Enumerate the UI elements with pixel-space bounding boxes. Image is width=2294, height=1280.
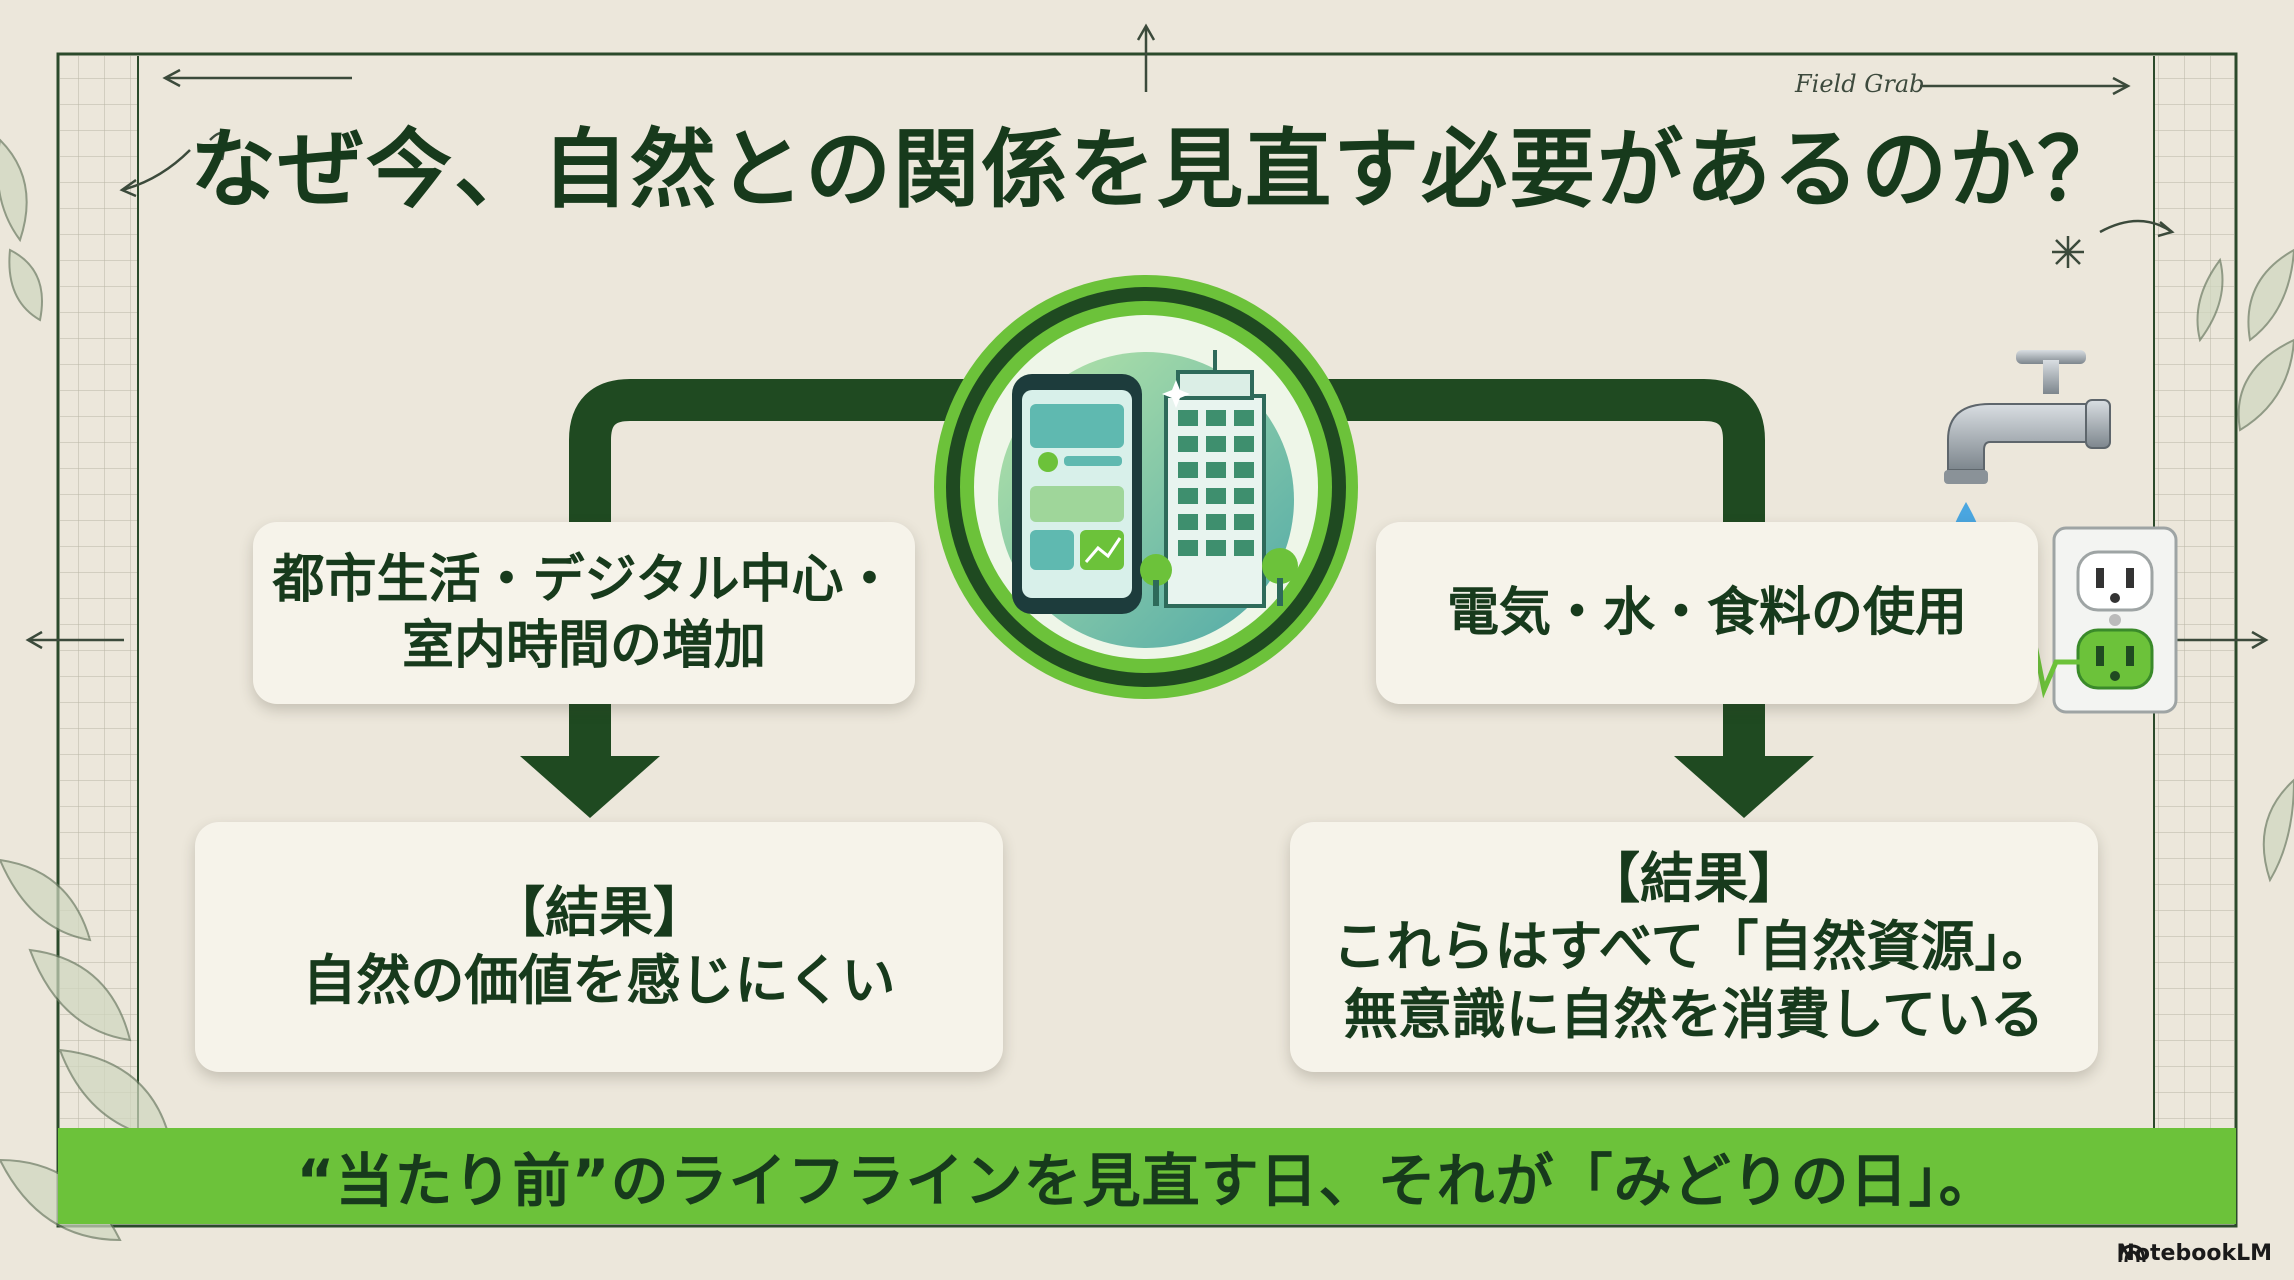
notebooklm-logo-icon [2118,1244,2146,1263]
result-right-heading: 【結果】 [1586,847,1802,910]
cause-box-left: 都市生活・デジタル中心・ 室内時間の増加 [253,522,915,704]
down-arrows [520,700,1814,818]
cause-left-line2: 室内時間の増加 [401,616,766,676]
cause-box-right: 電気・水・食料の使用 [1376,522,2038,704]
result-box-right: 【結果】 これらはすべて「自然資源」。 無意識に自然を消費している [1290,822,2098,1072]
sparkle-decoration [209,132,2084,268]
cause-left-line1: 都市生活・デジタル中心・ [272,550,896,610]
brand-label: NotebookLM [2116,1241,2272,1266]
result-right-line2: 無意識に自然を消費している [1343,983,2045,1046]
bottom-banner: “当たり前”のライフラインを見直す日、それが「みどりの日」。 [58,1128,2236,1224]
brand-watermark: NotebookLM [2117,1241,2272,1266]
slide-title: なぜ今、自然との関係を見直す必要があるのか？ [190,120,2126,220]
result-box-left: 【結果】 自然の価値を感じにくい [195,822,1003,1072]
banner-text: “当たり前”のライフラインを見直す日、それが「みどりの日」。 [296,1147,1998,1215]
smartphone-and-building-icon [934,275,1358,699]
result-left-heading: 【結果】 [491,881,707,944]
result-right-line1: これらはすべて「自然資源」。 [1332,915,2056,978]
cause-right-line1: 電気・水・食料の使用 [1446,583,1967,643]
sketch-arrows [25,23,2269,650]
field-note: Field Grab [1795,70,1925,98]
left-grid [60,56,138,1128]
result-left-line1: 自然の価値を感じにくい [302,949,896,1012]
